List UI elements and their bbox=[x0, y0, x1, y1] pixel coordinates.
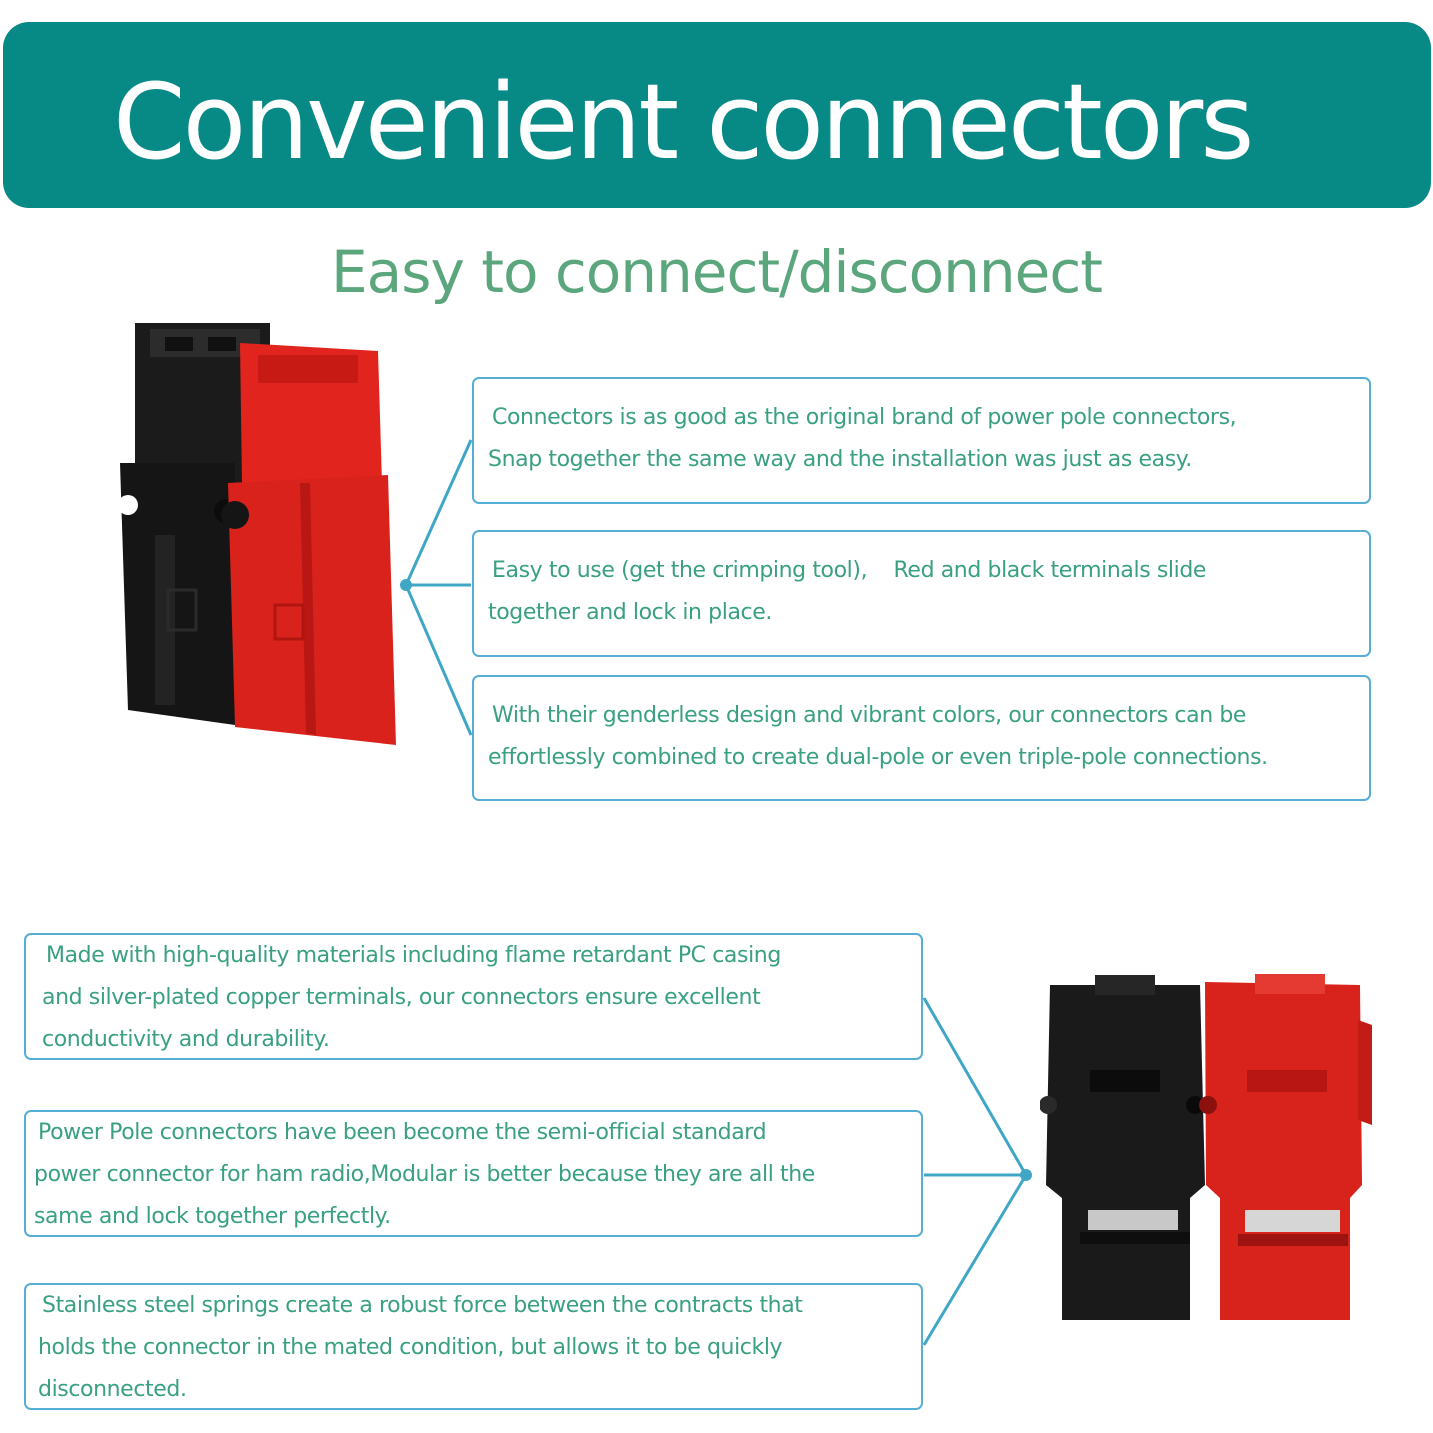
feature-box-steel-springs: Stainless steel springs create a robust … bbox=[24, 1283, 923, 1410]
feature-line: Made with high-quality materials includi… bbox=[46, 943, 781, 968]
feature-box-easy-to-use: Easy to use (get the crimping tool), Red… bbox=[472, 530, 1371, 657]
feature-line: Easy to use (get the crimping tool), Red… bbox=[492, 558, 1207, 583]
feature-box-ham-radio-standard: Power Pole connectors have been become t… bbox=[24, 1110, 923, 1237]
red-connector-angled bbox=[1205, 982, 1362, 1320]
feature-line: effortlessly combined to create dual-pol… bbox=[488, 745, 1268, 770]
feature-line: disconnected. bbox=[38, 1377, 187, 1402]
feature-line: conductivity and durability. bbox=[42, 1027, 330, 1052]
feature-line: Stainless steel springs create a robust … bbox=[42, 1293, 803, 1318]
page-subtitle: Easy to connect/disconnect bbox=[331, 238, 1103, 306]
feature-box-genderless-design: With their genderless design and vibrant… bbox=[472, 675, 1371, 801]
callout-dot-top bbox=[400, 579, 412, 591]
feature-line: Connectors is as good as the original br… bbox=[492, 405, 1237, 430]
feature-box-materials: Made with high-quality materials includi… bbox=[24, 933, 923, 1060]
callout-dot-bottom bbox=[1020, 1169, 1032, 1181]
feature-line: same and lock together perfectly. bbox=[34, 1204, 391, 1229]
feature-line: power connector for ham radio,Modular is… bbox=[34, 1162, 815, 1187]
black-connector-body bbox=[120, 463, 235, 725]
connector-pair-angled-icon bbox=[1040, 974, 1372, 1320]
page-title: Convenient connectors bbox=[113, 61, 1254, 183]
black-connector-angled bbox=[1046, 985, 1205, 1320]
feature-box-original-brand: Connectors is as good as the original br… bbox=[472, 377, 1371, 504]
connector-pair-front-icon bbox=[118, 323, 396, 745]
title-banner: Convenient connectors bbox=[3, 22, 1431, 208]
feature-line: Snap together the same way and the insta… bbox=[488, 447, 1192, 472]
feature-line: With their genderless design and vibrant… bbox=[492, 703, 1247, 728]
feature-line: Power Pole connectors have been become t… bbox=[38, 1120, 767, 1145]
feature-line: together and lock in place. bbox=[488, 600, 772, 625]
feature-line: and silver-plated copper terminals, our … bbox=[42, 985, 761, 1010]
feature-line: holds the connector in the mated conditi… bbox=[38, 1335, 783, 1360]
